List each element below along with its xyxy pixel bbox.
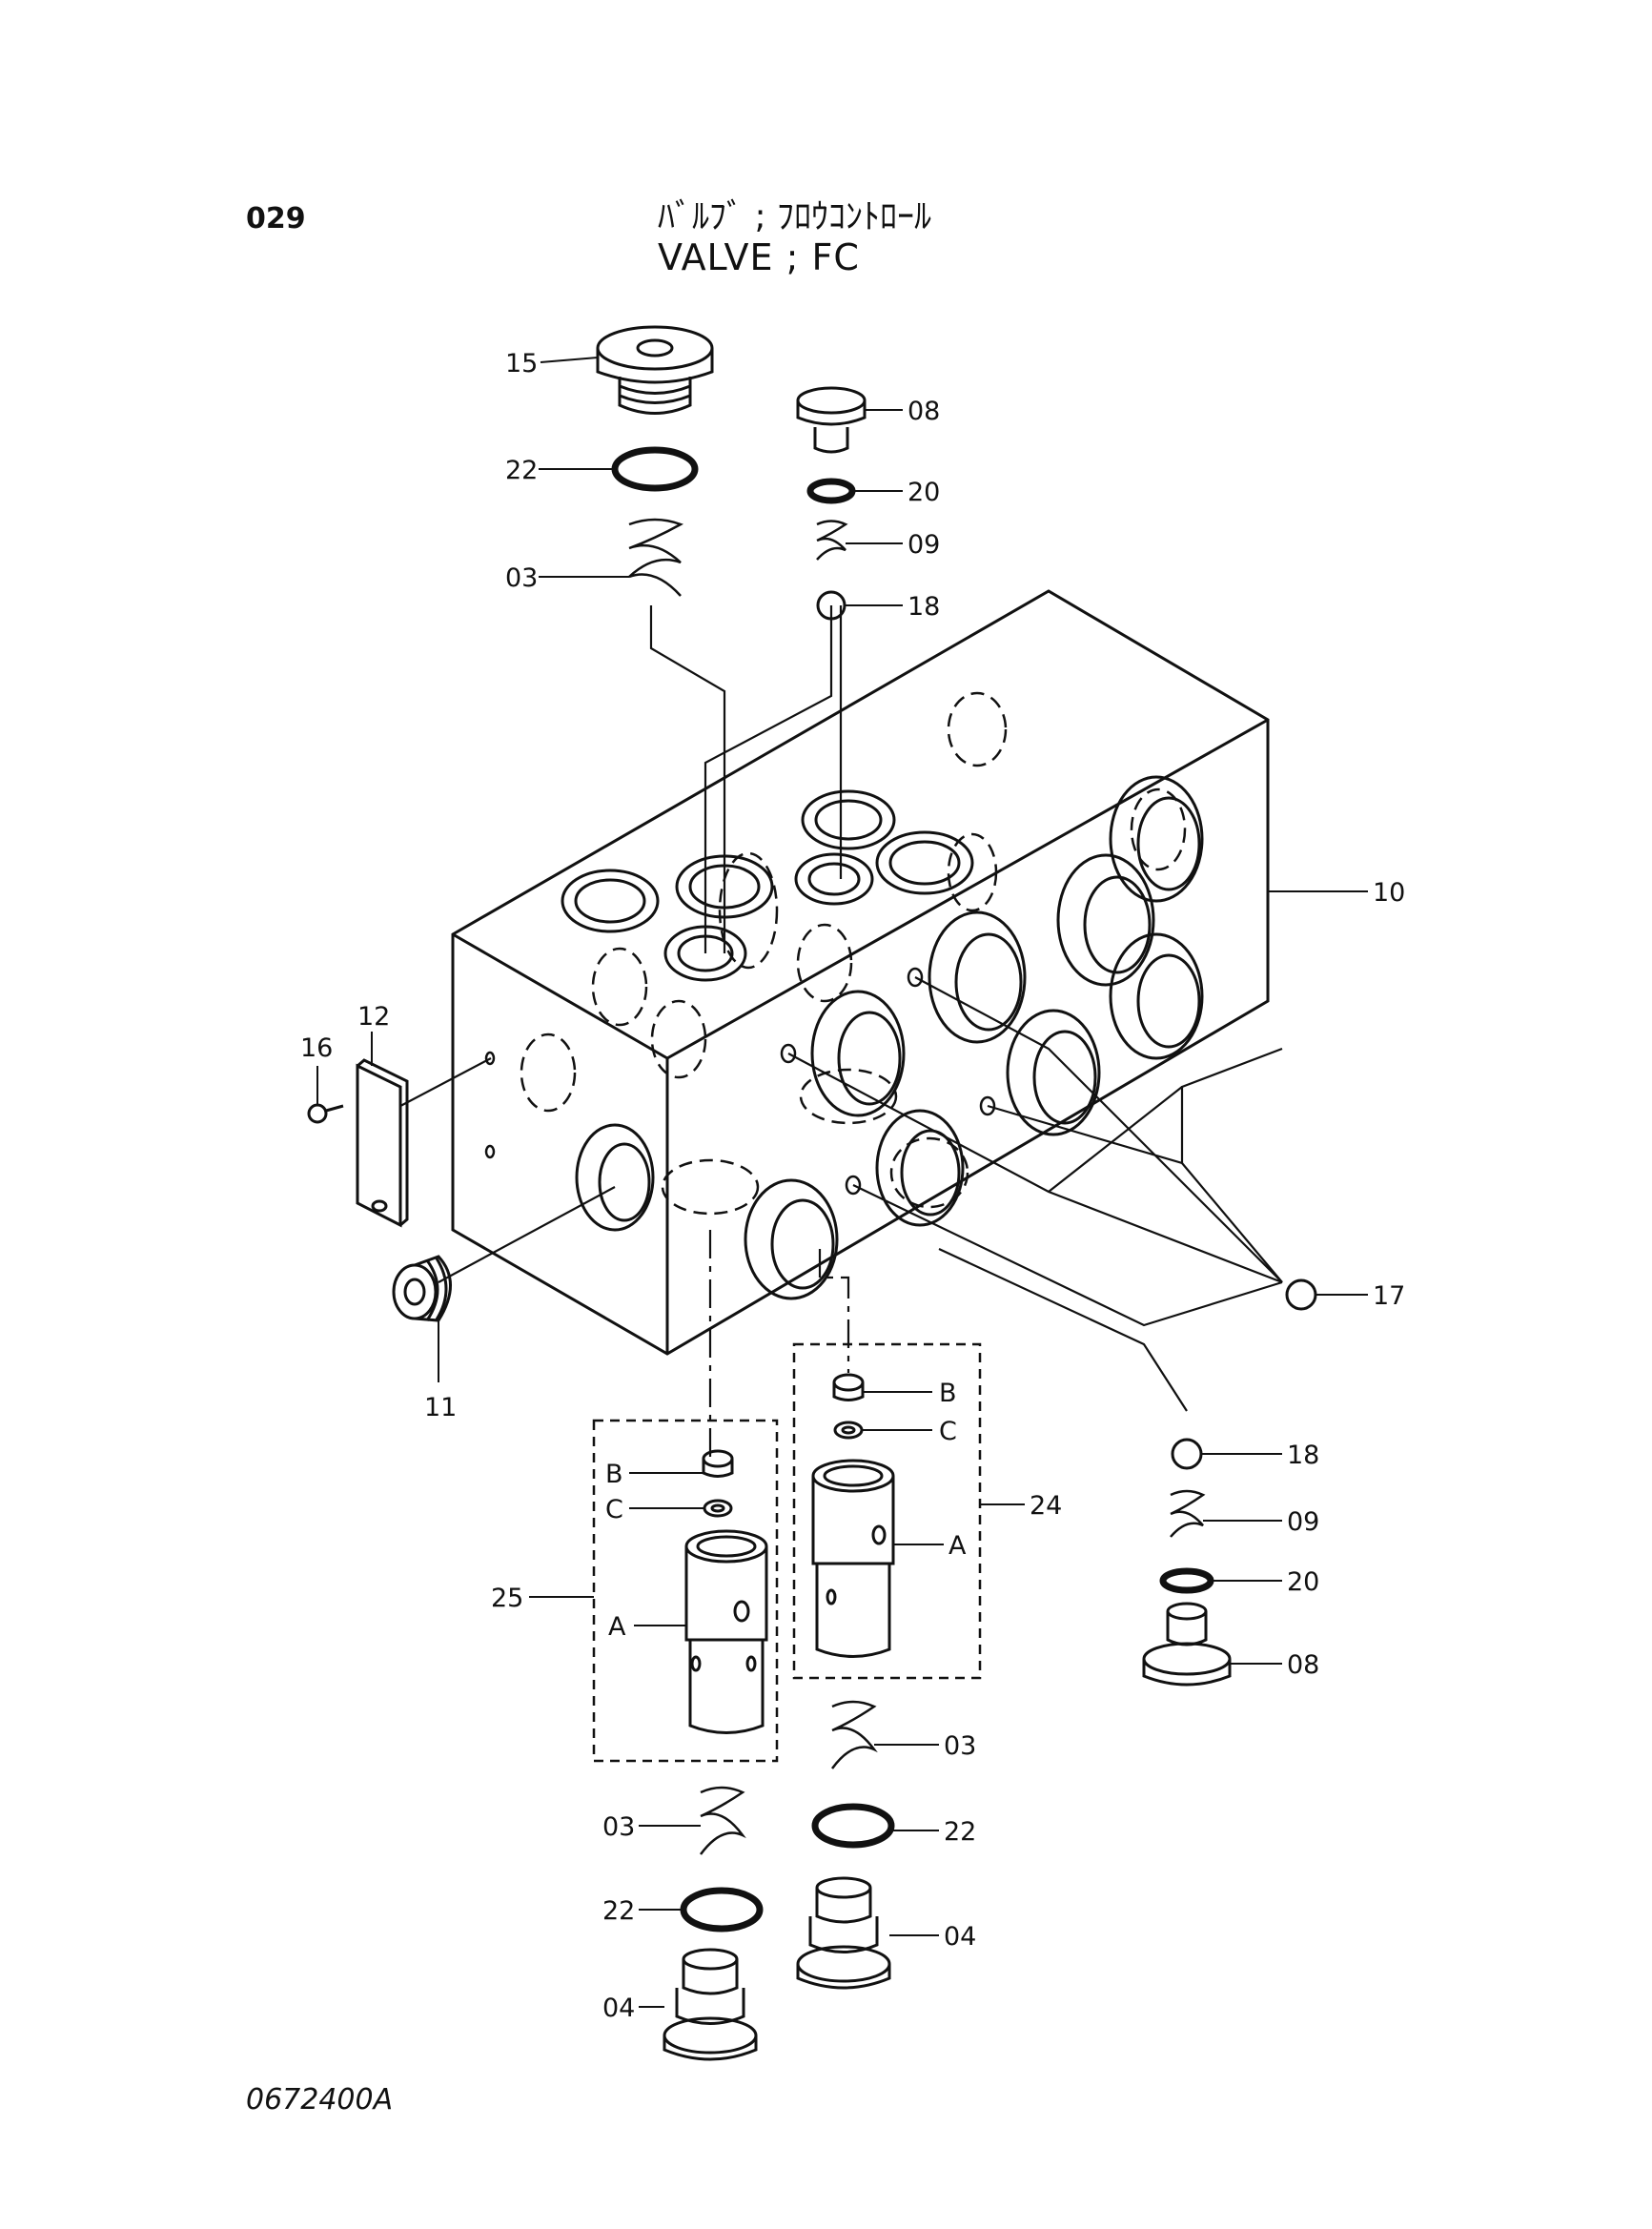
part-25B [702,1449,734,1478]
spring-03c [699,1786,746,1855]
callout-04: 04 [602,1994,635,2023]
callout-03: 03 [602,1812,635,1842]
leader-lines [316,357,1368,2008]
part-25C [703,1499,733,1518]
title-japanese: ﾊﾞﾙﾌﾞ ; ﾌﾛｳｺﾝﾄﾛｰﾙ [658,197,932,236]
callout-18: 18 [1287,1441,1319,1470]
callout-25: 25 [491,1584,523,1613]
callout-10: 10 [1373,878,1405,908]
callout-04: 04 [944,1922,976,1952]
callout-22: 22 [505,456,538,485]
callout-labels: 15 22 03 08 20 09 18 10 12 16 11 17 18 0… [300,349,1405,2023]
callout-17: 17 [1373,1281,1405,1311]
callout-25-c: C [605,1495,623,1524]
part-24C [833,1421,864,1440]
page-number: 029 [246,202,306,235]
guide-lines [385,605,1283,1463]
screw-16 [307,1103,344,1124]
o-ring-20b [1159,1567,1214,1594]
o-ring-22b [811,1803,895,1849]
callout-25-b: B [605,1460,623,1489]
callout-15: 15 [505,349,538,378]
callout-08: 08 [1287,1650,1319,1680]
o-ring-22a [611,446,699,492]
callout-03: 03 [505,563,538,593]
valve-body [451,589,1270,1356]
callout-20: 20 [1287,1567,1319,1597]
callout-24-a: A [948,1531,967,1561]
callout-25-a: A [608,1612,626,1642]
part-24A [811,1459,895,1658]
o-ring-20a [806,478,856,504]
callout-18: 18 [908,592,940,622]
callout-12: 12 [357,1002,390,1032]
plug-15 [596,325,714,415]
callout-03: 03 [944,1731,976,1761]
plug-04b [796,1876,891,1990]
callout-08: 08 [908,397,940,426]
callout-24: 24 [1030,1491,1062,1521]
callout-22: 22 [944,1817,976,1847]
cover-12 [356,1058,409,1228]
ball-17 [1285,1278,1317,1311]
callout-16: 16 [300,1033,333,1063]
callout-24-c: C [939,1417,957,1446]
callout-09: 09 [908,530,940,560]
spring-03a [628,518,683,597]
spring-09b [1170,1489,1206,1538]
group-25-box [592,1419,779,1763]
spring-09a [816,520,848,561]
plug-08b [1142,1602,1232,1687]
callout-20: 20 [908,478,940,507]
callout-09: 09 [1287,1507,1319,1537]
plug-11 [392,1255,452,1322]
plug-04c [663,1948,758,2061]
part-24B [832,1373,865,1401]
callout-24-b: B [939,1379,957,1408]
o-ring-22c [680,1887,764,1932]
spring-03b [830,1700,878,1769]
hidden-ports [520,691,1187,1216]
part-25A [684,1529,768,1734]
drillings [484,967,996,1196]
front-ports [575,775,1204,1300]
drawing-code: 0672400A [246,2083,394,2117]
title-english: VALVE ; FC [658,236,860,278]
callout-22: 22 [602,1896,635,1926]
screw-08a [796,386,867,454]
callout-11: 11 [424,1393,457,1422]
ball-18b [1171,1438,1203,1470]
